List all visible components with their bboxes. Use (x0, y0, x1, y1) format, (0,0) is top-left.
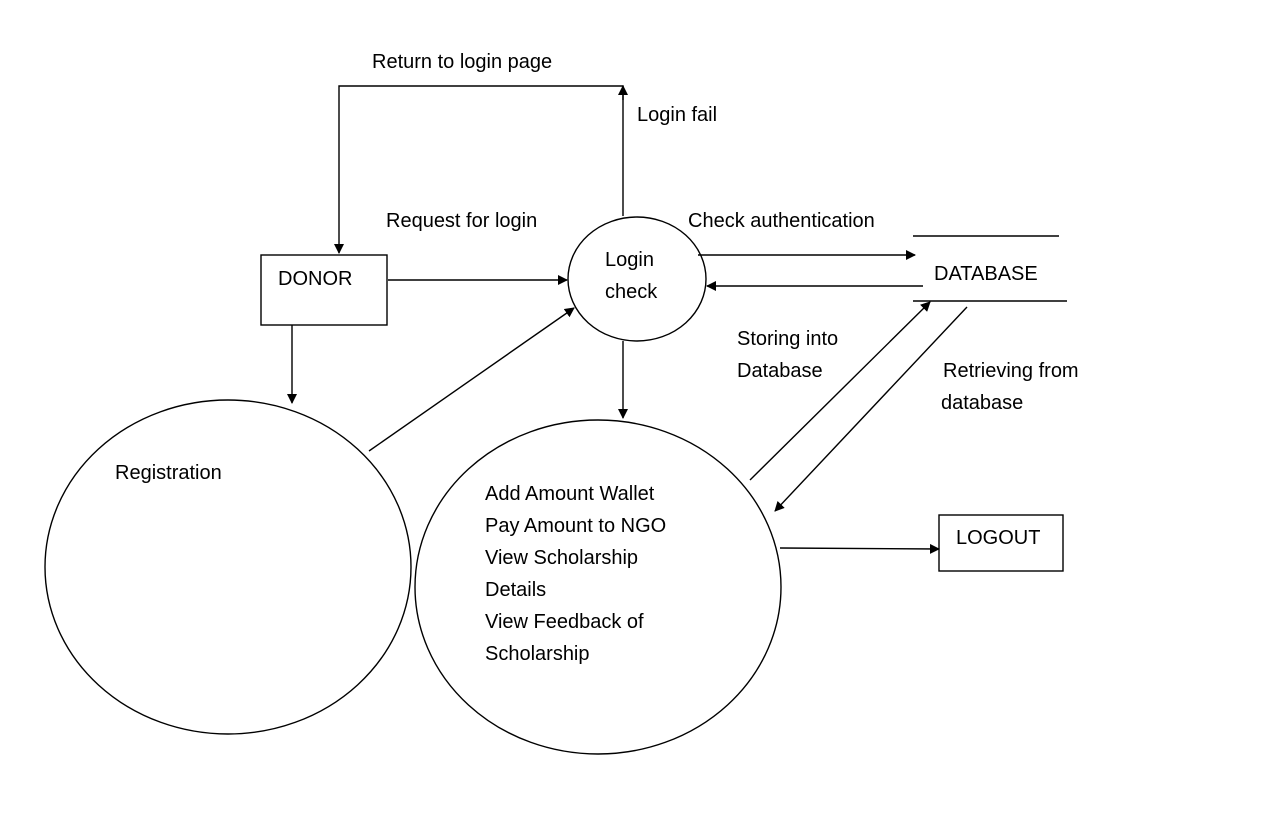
logout-box (938, 514, 1064, 572)
retrieving-label-line: database (941, 392, 1023, 414)
registration-circle (44, 399, 412, 735)
donor-action-line: View Scholarship (485, 547, 638, 569)
donor-action-line: View Feedback of (485, 611, 644, 633)
donor-actions-label: Add Amount Wallet Pay Amount to NGO View… (485, 483, 672, 665)
retrieving-label-line: Retrieving from (943, 360, 1079, 382)
storing-into-database-arrow (749, 301, 931, 481)
storing-label-line: Storing into (737, 328, 838, 350)
actions-to-logout-arrow (779, 543, 940, 554)
registration-to-login-arrow (368, 307, 575, 452)
request-for-login-label: Request for login (386, 210, 537, 232)
donor-action-line: Pay Amount to NGO (485, 515, 666, 537)
donor-action-line: Add Amount Wallet (485, 483, 655, 505)
login-fail-return-arrow (334, 85, 624, 254)
donor-box (260, 254, 388, 326)
return-to-login-label: Return to login page (372, 51, 552, 73)
login-fail-label: Login fail (637, 104, 717, 126)
login-check-label-line: Login (605, 249, 654, 271)
donor-label: DONOR (278, 268, 352, 290)
logout-label: LOGOUT (956, 527, 1040, 549)
donor-action-line: Details (485, 579, 546, 601)
registration-label: Registration (115, 462, 222, 484)
login-check-label-line: check (605, 281, 658, 303)
check-authentication-label: Check authentication (688, 210, 875, 232)
donor-actions-circle (414, 419, 782, 755)
donor-action-line: Scholarship (485, 643, 590, 665)
storing-into-database-label: Storing into Database (737, 328, 844, 382)
database-label: DATABASE (934, 263, 1038, 285)
retrieving-from-database-label: Retrieving from database (941, 360, 1084, 414)
login-check-label: Login check (605, 249, 660, 303)
retrieving-from-database-arrow (774, 306, 968, 512)
storing-label-line: Database (737, 360, 823, 382)
login-check-circle (567, 216, 707, 342)
